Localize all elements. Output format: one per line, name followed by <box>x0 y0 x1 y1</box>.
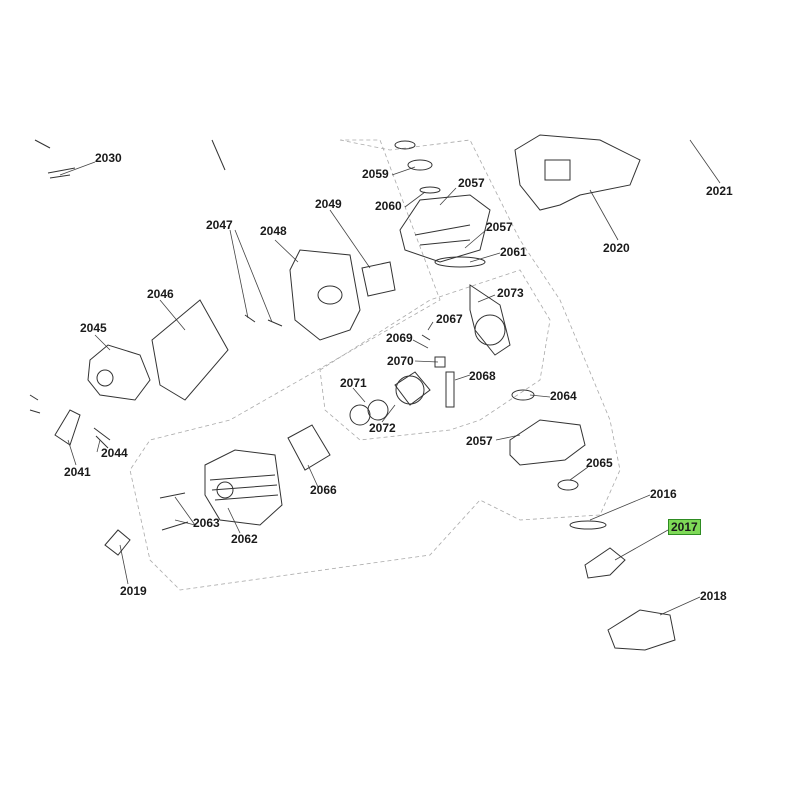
callout-2057-top: 2057 <box>458 176 485 190</box>
callout-2041: 2041 <box>64 465 91 479</box>
callout-2047: 2047 <box>206 218 233 232</box>
callout-2069: 2069 <box>386 331 413 345</box>
callout-2070: 2070 <box>387 354 414 368</box>
callout-2030: 2030 <box>95 151 122 165</box>
callout-2073: 2073 <box>497 286 524 300</box>
callout-2059: 2059 <box>362 167 389 181</box>
callout-2068: 2068 <box>469 369 496 383</box>
callout-2044: 2044 <box>101 446 128 460</box>
callout-2018: 2018 <box>700 589 727 603</box>
callout-2021: 2021 <box>706 184 733 198</box>
callout-2072: 2072 <box>369 421 396 435</box>
callout-2060: 2060 <box>375 199 402 213</box>
callout-2045: 2045 <box>80 321 107 335</box>
callout-2064: 2064 <box>550 389 577 403</box>
assembly-boundaries <box>129 139 621 591</box>
callout-2016: 2016 <box>650 487 677 501</box>
callout-2057-lower: 2057 <box>466 434 493 448</box>
part-shapes <box>29 134 676 651</box>
callout-2020: 2020 <box>603 241 630 255</box>
callout-2057-mid: 2057 <box>486 220 513 234</box>
callout-2017-highlighted[interactable]: 2017 <box>668 519 701 535</box>
callout-2048: 2048 <box>260 224 287 238</box>
callout-2061: 2061 <box>500 245 527 259</box>
callout-2046: 2046 <box>147 287 174 301</box>
callout-2062: 2062 <box>231 532 258 546</box>
callout-2066: 2066 <box>310 483 337 497</box>
callout-2049: 2049 <box>315 197 342 211</box>
callout-2071: 2071 <box>340 376 367 390</box>
callout-2067: 2067 <box>436 312 463 326</box>
callout-2019: 2019 <box>120 584 147 598</box>
leader-lines <box>59 139 721 616</box>
callout-2065: 2065 <box>586 456 613 470</box>
callout-2063: 2063 <box>193 516 220 530</box>
